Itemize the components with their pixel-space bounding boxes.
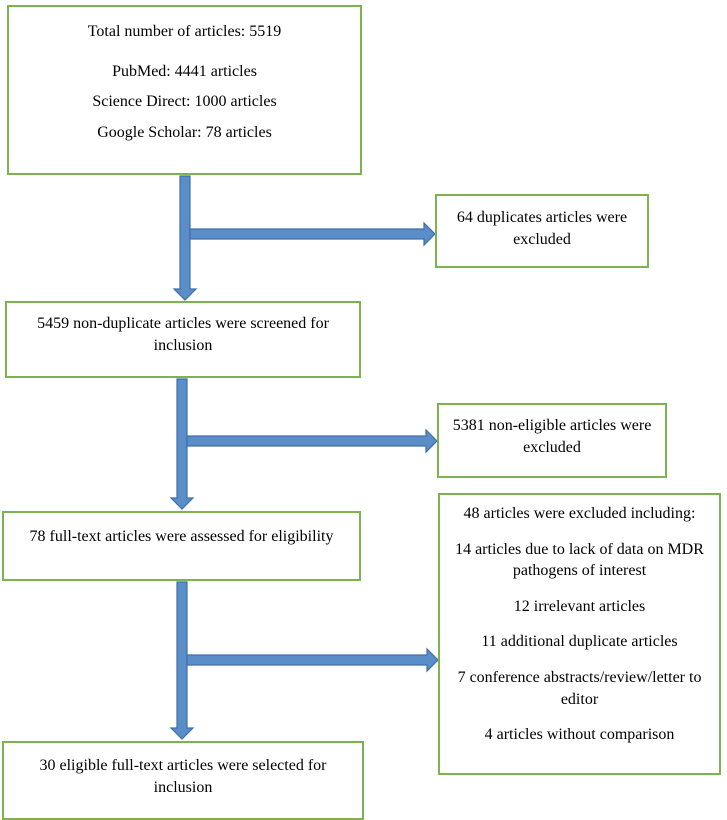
arrow-right-2 [186, 428, 438, 454]
screened-box: 5459 non-duplicate articles were screene… [5, 301, 361, 378]
exclusion-reason: 4 articles without comparison [484, 726, 675, 744]
total-articles-box: Total number of articles: 5519 PubMed: 4… [7, 5, 362, 175]
screened-text: 5459 non-duplicate articles were screene… [37, 315, 329, 354]
exclusion-reason: 14 articles due to lack of data on MDR p… [455, 540, 704, 580]
exclusion-reason: 7 conference abstracts/review/letter to … [457, 668, 702, 708]
selected-box: 30 eligible full-text articles were sele… [2, 741, 364, 820]
duplicates-excluded-box: 64 duplicates articles were excluded [435, 194, 649, 268]
exclusion-reason: 12 irrelevant articles [513, 597, 646, 615]
selected-text: 30 eligible full-text articles were sele… [39, 757, 327, 796]
excluded-title: 48 articles were excluded including: [463, 505, 696, 522]
non-eligible-text: 5381 non-eligible articles were excluded [452, 417, 652, 456]
duplicates-excluded-text: 64 duplicates articles were excluded [456, 209, 628, 248]
non-eligible-box: 5381 non-eligible articles were excluded [437, 403, 667, 478]
arrow-right-1 [189, 221, 436, 247]
assessed-box: 78 full-text articles were assessed for … [2, 511, 361, 581]
assessed-text: 78 full-text articles were assessed for … [29, 528, 334, 545]
science-direct-count: Science Direct: 1000 articles [92, 93, 277, 111]
pubmed-count: PubMed: 4441 articles [112, 62, 257, 80]
total-articles-text: Total number of articles: 5519 [87, 23, 282, 40]
google-scholar-count: Google Scholar: 78 articles [97, 123, 272, 141]
flow-arrows [169, 175, 439, 740]
exclusion-reason: 11 additional duplicate articles [481, 633, 678, 651]
arrow-right-3 [186, 647, 439, 673]
arrow-down-1 [172, 175, 198, 301]
arrow-down-3 [169, 581, 195, 740]
arrow-down-2 [169, 378, 195, 510]
excluded-reasons-box: 48 articles were excluded including: 14 … [438, 493, 721, 775]
